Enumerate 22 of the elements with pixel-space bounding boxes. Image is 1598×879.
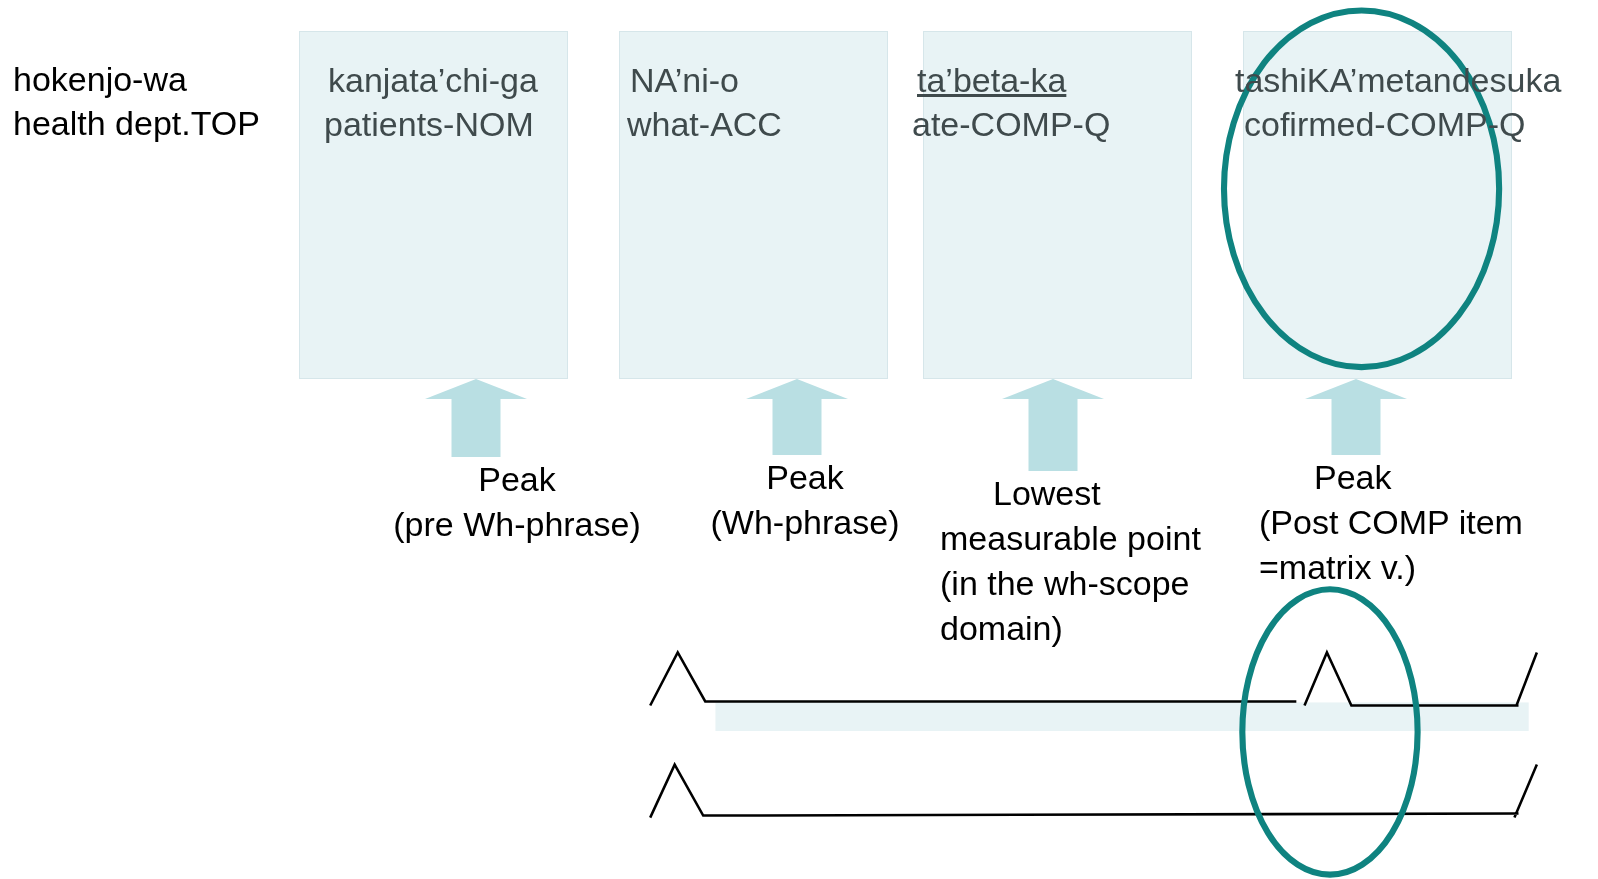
caption-text: (Wh-phrase) [709,502,901,543]
caption-text: (Post COMP item =matrix v.) [1259,502,1524,588]
gloss-text: health dept.TOP [13,103,260,144]
caption-heading: Peak [766,457,844,498]
caption-heading: Peak [478,459,556,500]
japanese-word: ta’beta-ka [917,60,1067,101]
caption-heading: Peak [1313,457,1392,498]
gloss-text: patients-NOM [324,104,534,145]
japanese-word: kanjata’chi-ga [328,60,538,101]
block-arrow [1305,379,1407,455]
gloss-text: what-ACC [627,104,782,145]
block-arrow [425,379,527,457]
japanese-word: NA’ni-o [630,60,739,101]
block-arrow [1002,379,1104,471]
block-arrow [746,379,848,455]
caption-text: (pre Wh-phrase) [392,504,642,545]
japanese-word: hokenjo-wa [13,59,187,100]
caption-text: measurable point (in the wh-scope domain) [940,518,1202,649]
word-box [299,31,568,379]
caption-heading: Lowest [992,473,1101,514]
word-box [619,31,888,379]
gloss-text: ate-COMP-Q [912,104,1111,145]
